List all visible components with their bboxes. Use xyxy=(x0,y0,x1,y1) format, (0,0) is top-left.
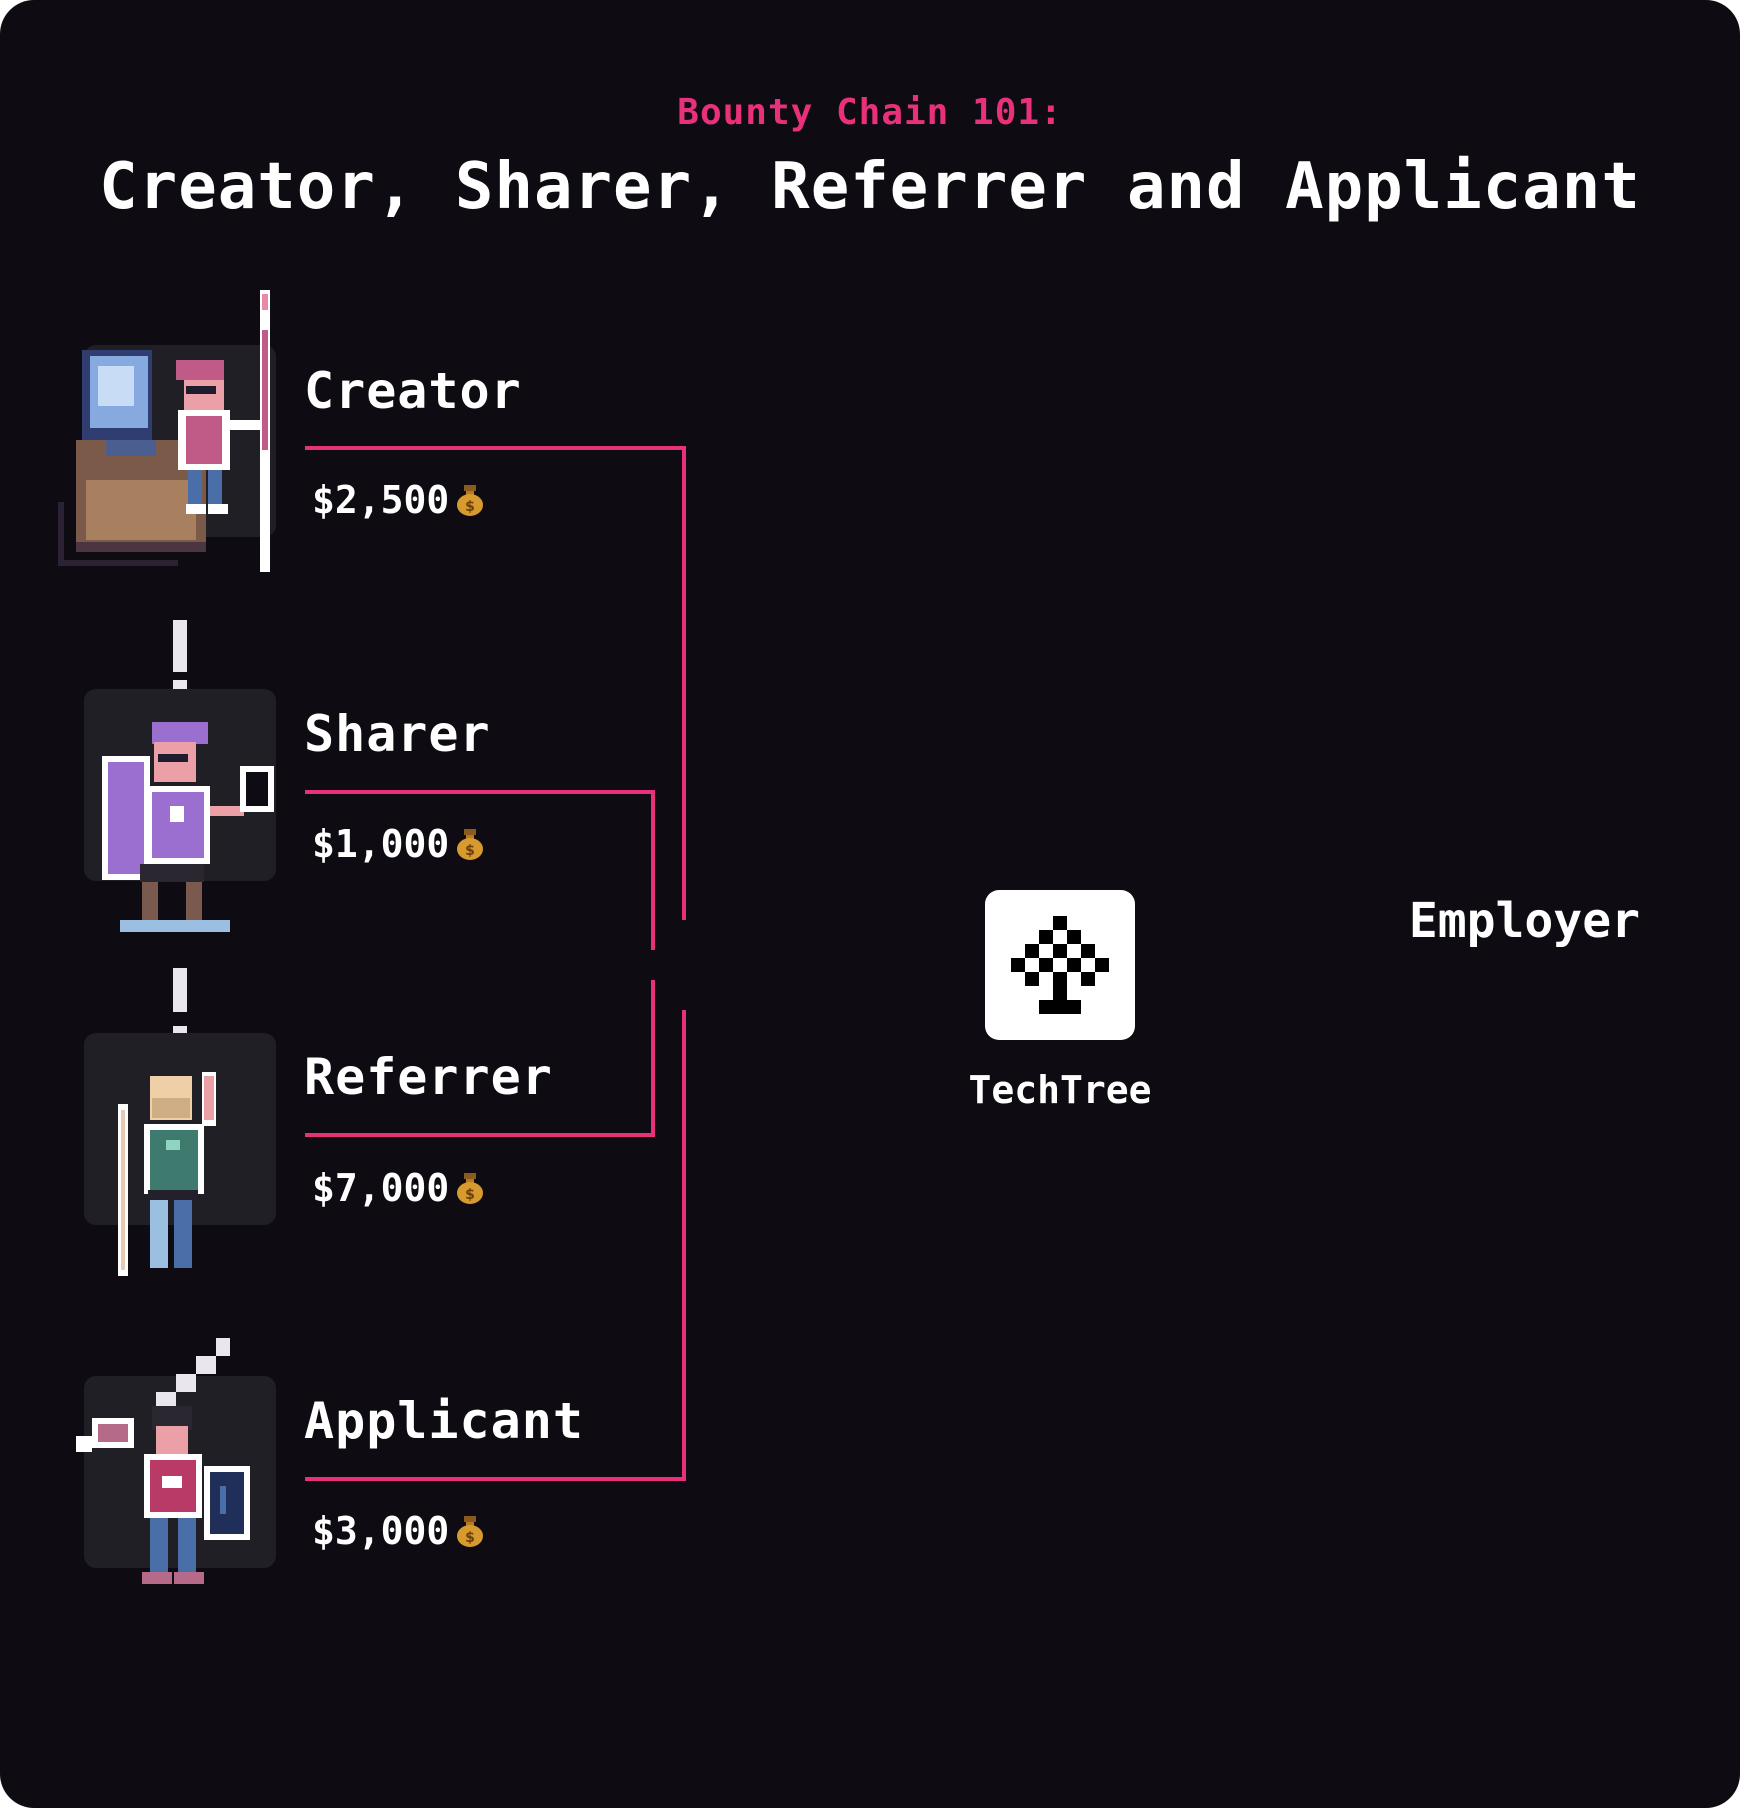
role-name-applicant: Applicant xyxy=(304,1392,584,1450)
role-name-referrer: Referrer xyxy=(304,1048,553,1106)
svg-text:$: $ xyxy=(465,499,475,515)
chain-dash xyxy=(173,968,187,1012)
reward-amount: $7,000 xyxy=(312,1166,450,1210)
applicant-connector xyxy=(305,1010,686,1481)
reward-amount: $1,000 xyxy=(312,822,450,866)
referrer-connector xyxy=(305,980,655,1137)
creator-avatar xyxy=(58,290,270,572)
svg-text:$: $ xyxy=(465,1530,475,1546)
creator-connector xyxy=(305,446,686,920)
hub-label: TechTree xyxy=(968,1068,1152,1112)
eyebrow-label: Bounty Chain 101: xyxy=(677,92,1063,133)
role-name-sharer: Sharer xyxy=(304,705,491,763)
reward-referrer: $7,000 $ xyxy=(312,1166,485,1210)
chain-dash xyxy=(173,620,187,672)
sharer-connector xyxy=(305,790,655,950)
money-bag-icon: $ xyxy=(457,829,484,860)
pixel-tree-icon xyxy=(1011,916,1109,1014)
employer-label: Employer xyxy=(1408,893,1640,949)
svg-text:$: $ xyxy=(465,1187,475,1203)
reward-creator: $2,500 $ xyxy=(312,478,485,522)
money-bag-icon: $ xyxy=(457,1173,484,1204)
referrer-avatar xyxy=(118,1072,216,1276)
role-name-creator: Creator xyxy=(304,362,522,420)
sharer-avatar xyxy=(102,722,274,932)
techtree-hub xyxy=(985,890,1135,1040)
applicant-avatar xyxy=(76,1338,250,1584)
money-bag-icon: $ xyxy=(457,1516,484,1547)
reward-amount: $2,500 xyxy=(312,478,450,522)
money-bag-icon: $ xyxy=(457,485,484,516)
page-title: Creator, Sharer, Referrer and Applicant xyxy=(99,150,1641,224)
reward-amount: $3,000 xyxy=(312,1509,450,1553)
reward-applicant: $3,000 $ xyxy=(312,1509,485,1553)
svg-text:$: $ xyxy=(465,843,475,859)
reward-sharer: $1,000 $ xyxy=(312,822,485,866)
